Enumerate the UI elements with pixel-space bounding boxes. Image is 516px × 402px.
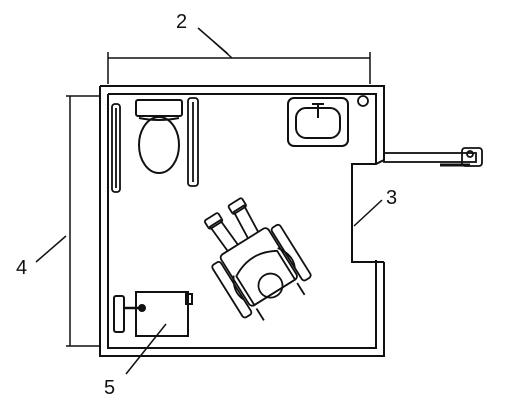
wheelchair-user xyxy=(203,197,312,321)
leader-2 xyxy=(197,27,229,55)
toilet xyxy=(135,99,183,174)
leader-4 xyxy=(35,235,67,263)
callout-2: 2 xyxy=(176,11,187,33)
shower-seat xyxy=(113,291,193,337)
leader-5 xyxy=(125,323,167,375)
dimension-left xyxy=(66,95,100,347)
washbasin xyxy=(287,97,349,147)
wall-grab-bar-left xyxy=(111,103,121,193)
leader-3 xyxy=(353,199,383,227)
callout-4: 4 xyxy=(16,257,27,279)
room-walls xyxy=(99,85,385,357)
callout-3: 3 xyxy=(386,187,397,209)
door-leaf xyxy=(383,147,483,167)
wall-fixture xyxy=(357,95,369,107)
callout-5: 5 xyxy=(104,377,115,399)
toilet-grab-bar xyxy=(187,97,199,187)
dimension-top xyxy=(107,41,371,84)
